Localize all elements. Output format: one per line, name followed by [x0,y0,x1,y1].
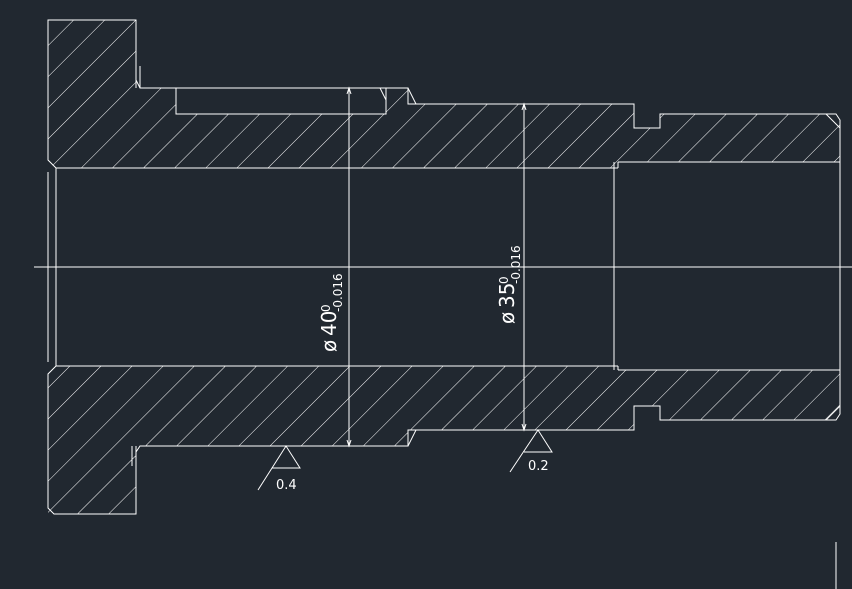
roughness-right-value: 0.2 [528,459,549,474]
d40-lower-tol: -0.016 [331,273,345,312]
lower-section-hatch [48,366,840,514]
d40-symbol: ø [317,340,341,352]
d35-nominal: 35 [495,283,519,308]
dimension-d40-label: ø 40 0 -0.016 [317,273,345,352]
dimension-d35 [521,102,527,432]
d35-upper-tol: 0 [497,276,511,284]
d40-upper-tol: 0 [319,304,333,312]
upper-groove [176,88,386,114]
d35-lower-tol: -0.016 [509,245,523,284]
d40-nominal: 40 [317,311,341,336]
dimension-d40 [346,86,352,448]
roughness-left-value: 0.4 [276,478,297,493]
d35-symbol: ø [495,312,519,324]
upper-section-hatch [48,20,840,168]
dimension-d35-label: ø 35 0 -0.016 [495,245,523,324]
roughness-symbol-left [257,445,301,491]
roughness-symbol-right [509,429,553,473]
